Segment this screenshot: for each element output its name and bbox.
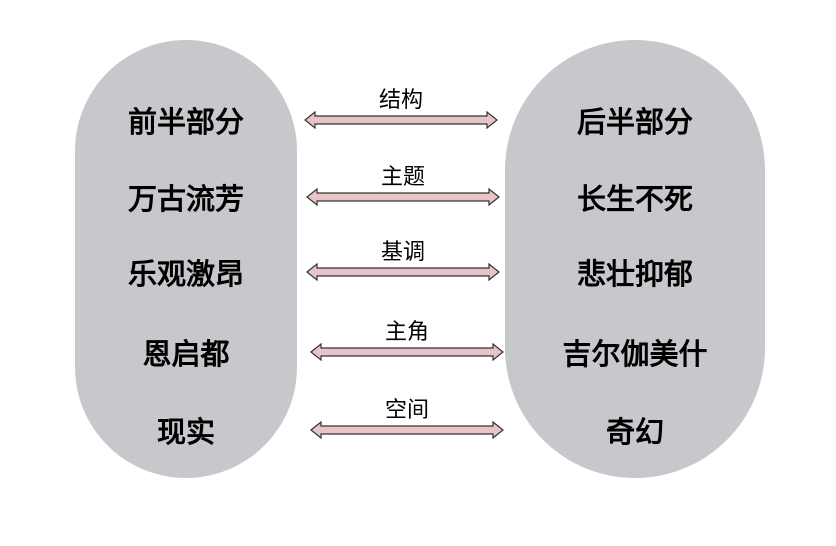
double-arrow-icon bbox=[306, 187, 500, 207]
relation-label: 主题 bbox=[380, 165, 426, 190]
left-term: 现实 bbox=[156, 415, 216, 449]
right-term: 奇幻 bbox=[605, 415, 665, 449]
relation-label: 空间 bbox=[384, 398, 430, 423]
right-term: 吉尔伽美什 bbox=[562, 337, 708, 371]
relation-label: 主角 bbox=[384, 320, 430, 345]
right-group bbox=[505, 40, 765, 478]
right-term: 长生不死 bbox=[576, 182, 694, 216]
left-term: 万古流芳 bbox=[127, 182, 245, 216]
right-term: 悲壮抑郁 bbox=[576, 257, 694, 291]
left-group bbox=[75, 40, 297, 478]
left-term: 恩启都 bbox=[142, 337, 230, 371]
double-arrow-icon bbox=[306, 262, 500, 282]
left-term: 乐观激昂 bbox=[127, 257, 245, 291]
double-arrow-icon bbox=[310, 342, 504, 362]
right-term: 后半部分 bbox=[576, 105, 694, 139]
relation-label: 基调 bbox=[380, 240, 426, 265]
relation-label: 结构 bbox=[378, 88, 424, 113]
double-arrow-icon bbox=[304, 110, 498, 130]
left-term: 前半部分 bbox=[127, 105, 245, 139]
double-arrow-icon bbox=[310, 420, 504, 440]
